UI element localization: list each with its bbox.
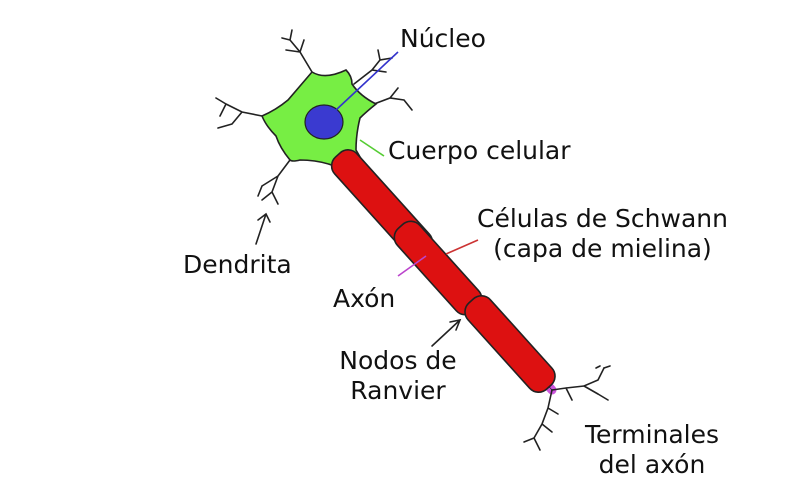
schwann-label-line1: Células de Schwann (477, 204, 728, 233)
nodos-label-line1: Nodos de (339, 346, 457, 375)
nucleo-pointer (335, 51, 399, 111)
nodos-ranvier-label: Nodos de Ranvier (330, 346, 466, 406)
dendrite-right (373, 87, 413, 111)
dendrita-label: Dendrita (183, 250, 292, 279)
schwann-pointer (445, 239, 479, 255)
dendrite-top-right (353, 49, 393, 85)
schwann-cell-3 (464, 295, 556, 393)
dendrite-left (215, 97, 263, 129)
arrows (255, 212, 462, 347)
dendrita-arrow (255, 212, 271, 245)
axon-terminals-label: Terminales del axón (572, 420, 732, 480)
cuerpo-celular-label: Cuerpo celular (388, 136, 571, 165)
nucleo-label: Núcleo (400, 24, 486, 53)
cuerpo-pointer (359, 139, 385, 157)
dendrites (215, 29, 413, 205)
axon-terminals (523, 365, 611, 451)
dendrite-top-left (281, 29, 313, 73)
nodos-arrow (431, 318, 462, 347)
terminales-label-line1: Terminales (584, 420, 720, 449)
dendrite-bottom-left (257, 159, 291, 205)
axon-pointer (397, 255, 427, 277)
terminal-branch-right (551, 367, 609, 401)
schwann-cells-label: Células de Schwann (capa de mielina) (465, 204, 740, 264)
terminal-branch-down (523, 389, 559, 451)
myelin-sheath (330, 149, 556, 393)
terminal-tips (595, 365, 611, 369)
schwann-label-line2: (capa de mielina) (493, 234, 712, 263)
terminales-label-line2: del axón (598, 450, 706, 479)
nodos-label-line2: Ranvier (350, 376, 446, 405)
axon-label: Axón (333, 284, 396, 313)
nucleus (304, 104, 344, 140)
